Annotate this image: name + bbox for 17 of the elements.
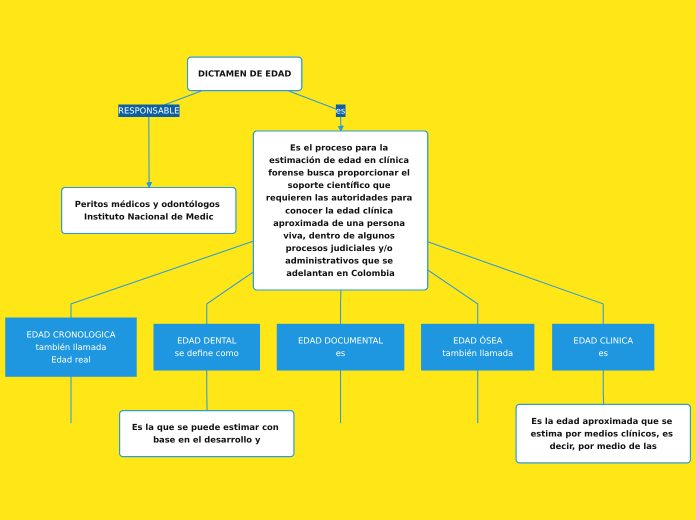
node-box: EDAD CRONOLOGICA también llamada Edad real [5, 318, 137, 377]
edge-label: RESPONSABLE [118, 104, 180, 118]
connector [428, 241, 604, 324]
connector [340, 290, 342, 324]
connector [477, 370, 478, 424]
node-box: EDAD DOCUMENTAL es [276, 324, 404, 371]
connector [340, 370, 342, 424]
node-box: EDAD ÓSEA también llamada [421, 324, 534, 371]
connector [70, 376, 72, 424]
connector [70, 240, 254, 318]
connector [206, 271, 254, 324]
node-box: EDAD CLINICA es [552, 324, 654, 371]
edge-label: es [336, 104, 346, 118]
connector [206, 370, 208, 411]
connector [428, 270, 478, 324]
connector [602, 370, 604, 405]
node-box: EDAD DENTAL se define como [153, 324, 260, 371]
